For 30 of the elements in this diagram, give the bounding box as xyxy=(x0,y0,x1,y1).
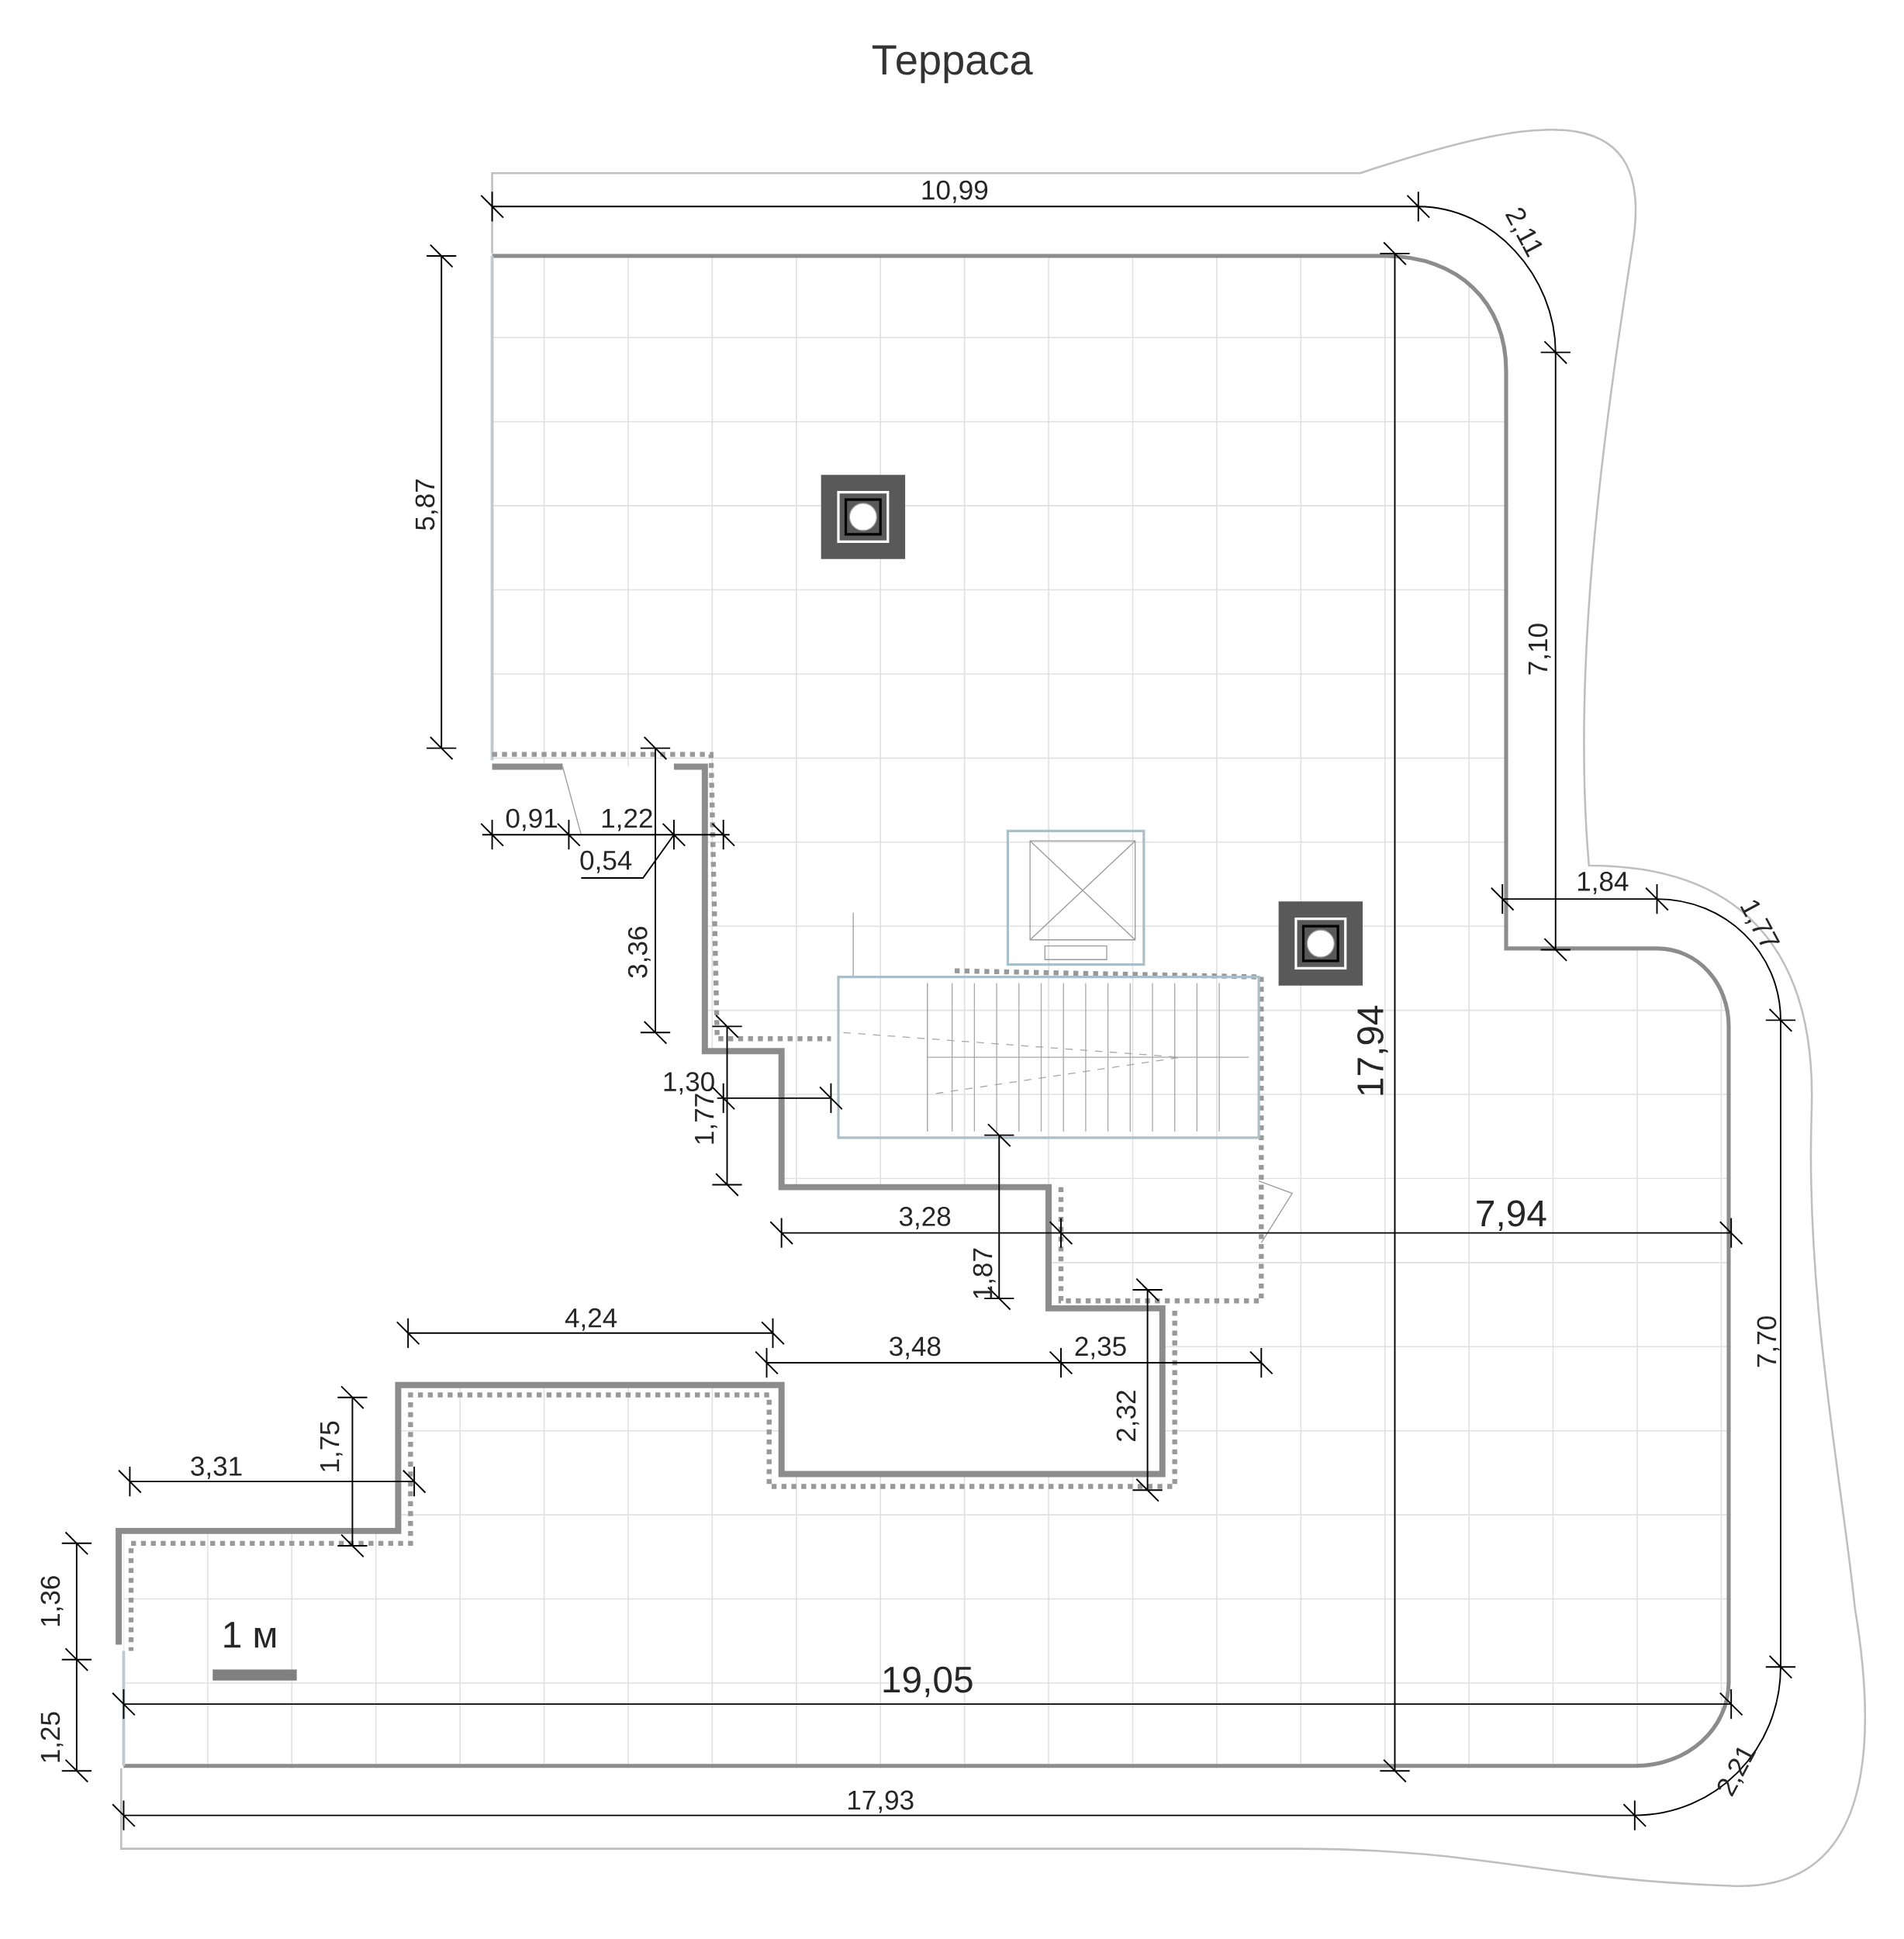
dimension-label: 0,91 xyxy=(506,808,557,831)
dimension-label: 17,94 xyxy=(1356,1005,1388,1095)
dimension-label: 17,93 xyxy=(848,1790,914,1813)
dimension-label: 2,32 xyxy=(1116,1391,1139,1441)
dimension-label: 3,48 xyxy=(889,1336,941,1360)
dimension-label: 19,05 xyxy=(883,1666,973,1698)
dimension-label: 7,70 xyxy=(1757,1316,1780,1367)
dimension-label: 3,28 xyxy=(899,1207,950,1229)
dimension-label: 7,10 xyxy=(1528,624,1551,675)
dimension-label: 1,25 xyxy=(40,1712,64,1762)
dimension-label: 3,36 xyxy=(627,927,651,978)
dimension-label: 1,30 xyxy=(664,1072,714,1095)
dimension-label: 1,22 xyxy=(602,808,652,831)
dimension-label: 1,87 xyxy=(973,1248,996,1298)
title: Терраса xyxy=(872,45,1033,84)
scale-label: 1 м xyxy=(224,1622,275,1648)
dimension-label: 1,77 xyxy=(694,1094,717,1144)
dimension-label: 2,21 xyxy=(1717,1747,1756,1797)
dimension-label: 5,87 xyxy=(415,479,438,531)
dimension-label: 2,11 xyxy=(1505,208,1543,257)
dimension-label: 0,54 xyxy=(580,850,632,873)
dimension-label: 3,31 xyxy=(191,1457,242,1480)
dimension-label: 1,75 xyxy=(320,1421,343,1471)
dimension-label: 7,94 xyxy=(1477,1200,1546,1232)
dimension-label: 1,36 xyxy=(40,1576,64,1626)
dimension-label: 1,84 xyxy=(1577,871,1629,894)
dimension-label: 4,24 xyxy=(565,1308,617,1331)
dimension-label: 2,35 xyxy=(1075,1336,1126,1360)
dimension-label: 10,99 xyxy=(922,180,987,203)
dimension-label: 1,77 xyxy=(1740,900,1780,945)
